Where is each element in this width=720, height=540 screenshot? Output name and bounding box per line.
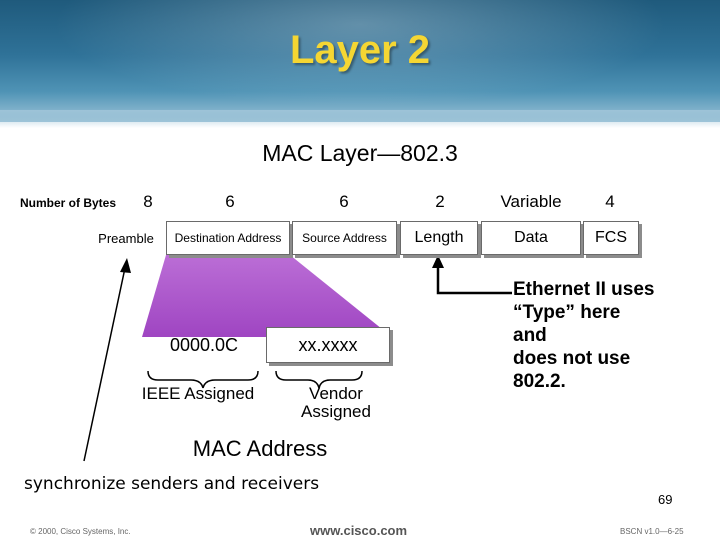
slide-title: Layer 2 bbox=[289, 28, 431, 72]
frame-field-fcs: FCS bbox=[583, 221, 639, 255]
mac-address-label: MAC Address bbox=[192, 436, 328, 461]
vendor-assigned-label: Assigned bbox=[301, 402, 371, 421]
byte-count-preamble: 8 bbox=[143, 192, 153, 211]
length-arrowhead bbox=[432, 255, 444, 268]
byte-count-destination: 6 bbox=[225, 192, 235, 211]
ethernet-note-line: 802.2. bbox=[513, 371, 566, 392]
ieee-assigned-label: IEEE Assigned bbox=[141, 384, 255, 403]
byte-count-data: Variable bbox=[500, 192, 562, 211]
ieee-bracket bbox=[147, 370, 259, 389]
footer-copyright: © 2000, Cisco Systems, Inc. bbox=[30, 527, 131, 536]
mac-vendor-value: xx.xxxx bbox=[266, 327, 390, 363]
length-pointer-arrow bbox=[436, 264, 512, 295]
byte-count-fcs: 4 bbox=[605, 192, 615, 211]
header-glow bbox=[0, 0, 720, 122]
byte-count-source: 6 bbox=[339, 192, 349, 211]
byte-count-length: 2 bbox=[435, 192, 445, 211]
preamble-pointer-line bbox=[83, 267, 126, 462]
diagram-subtitle: MAC Layer—802.3 bbox=[262, 140, 458, 166]
header-fade bbox=[0, 110, 720, 128]
frame-field-length: Length bbox=[400, 221, 478, 255]
vendor-label: Vendor bbox=[309, 384, 363, 403]
number-of-bytes-label: Number of Bytes bbox=[20, 196, 117, 210]
footer-course-code: BSCN v1.0—6-25 bbox=[620, 527, 684, 536]
frame-field-data: Data bbox=[481, 221, 581, 255]
ethernet-note-line: and bbox=[513, 325, 547, 346]
footer-website: www.cisco.com bbox=[310, 523, 408, 538]
frame-field-preamble: Preamble bbox=[98, 230, 154, 246]
ethernet-note-line: does not use bbox=[513, 348, 631, 369]
frame-field-source-address: Source Address bbox=[292, 221, 397, 255]
frame-field-destination-address: Destination Address bbox=[166, 221, 290, 255]
page-number: 69 bbox=[658, 492, 673, 507]
slide-header bbox=[0, 0, 720, 122]
preamble-sync-label: synchronize senders and receivers bbox=[24, 474, 320, 494]
ethernet-note-line: “Type” here bbox=[513, 302, 621, 323]
vendor-bracket bbox=[275, 370, 363, 389]
mac-oui-value: 0000.0C bbox=[169, 334, 239, 355]
ethernet-note-line: Ethernet II uses bbox=[513, 279, 655, 300]
preamble-arrowhead bbox=[120, 258, 131, 273]
ethernet-ii-note: Ethernet II uses “Type” here and does no… bbox=[513, 278, 655, 393]
destination-address-expansion bbox=[142, 255, 392, 337]
